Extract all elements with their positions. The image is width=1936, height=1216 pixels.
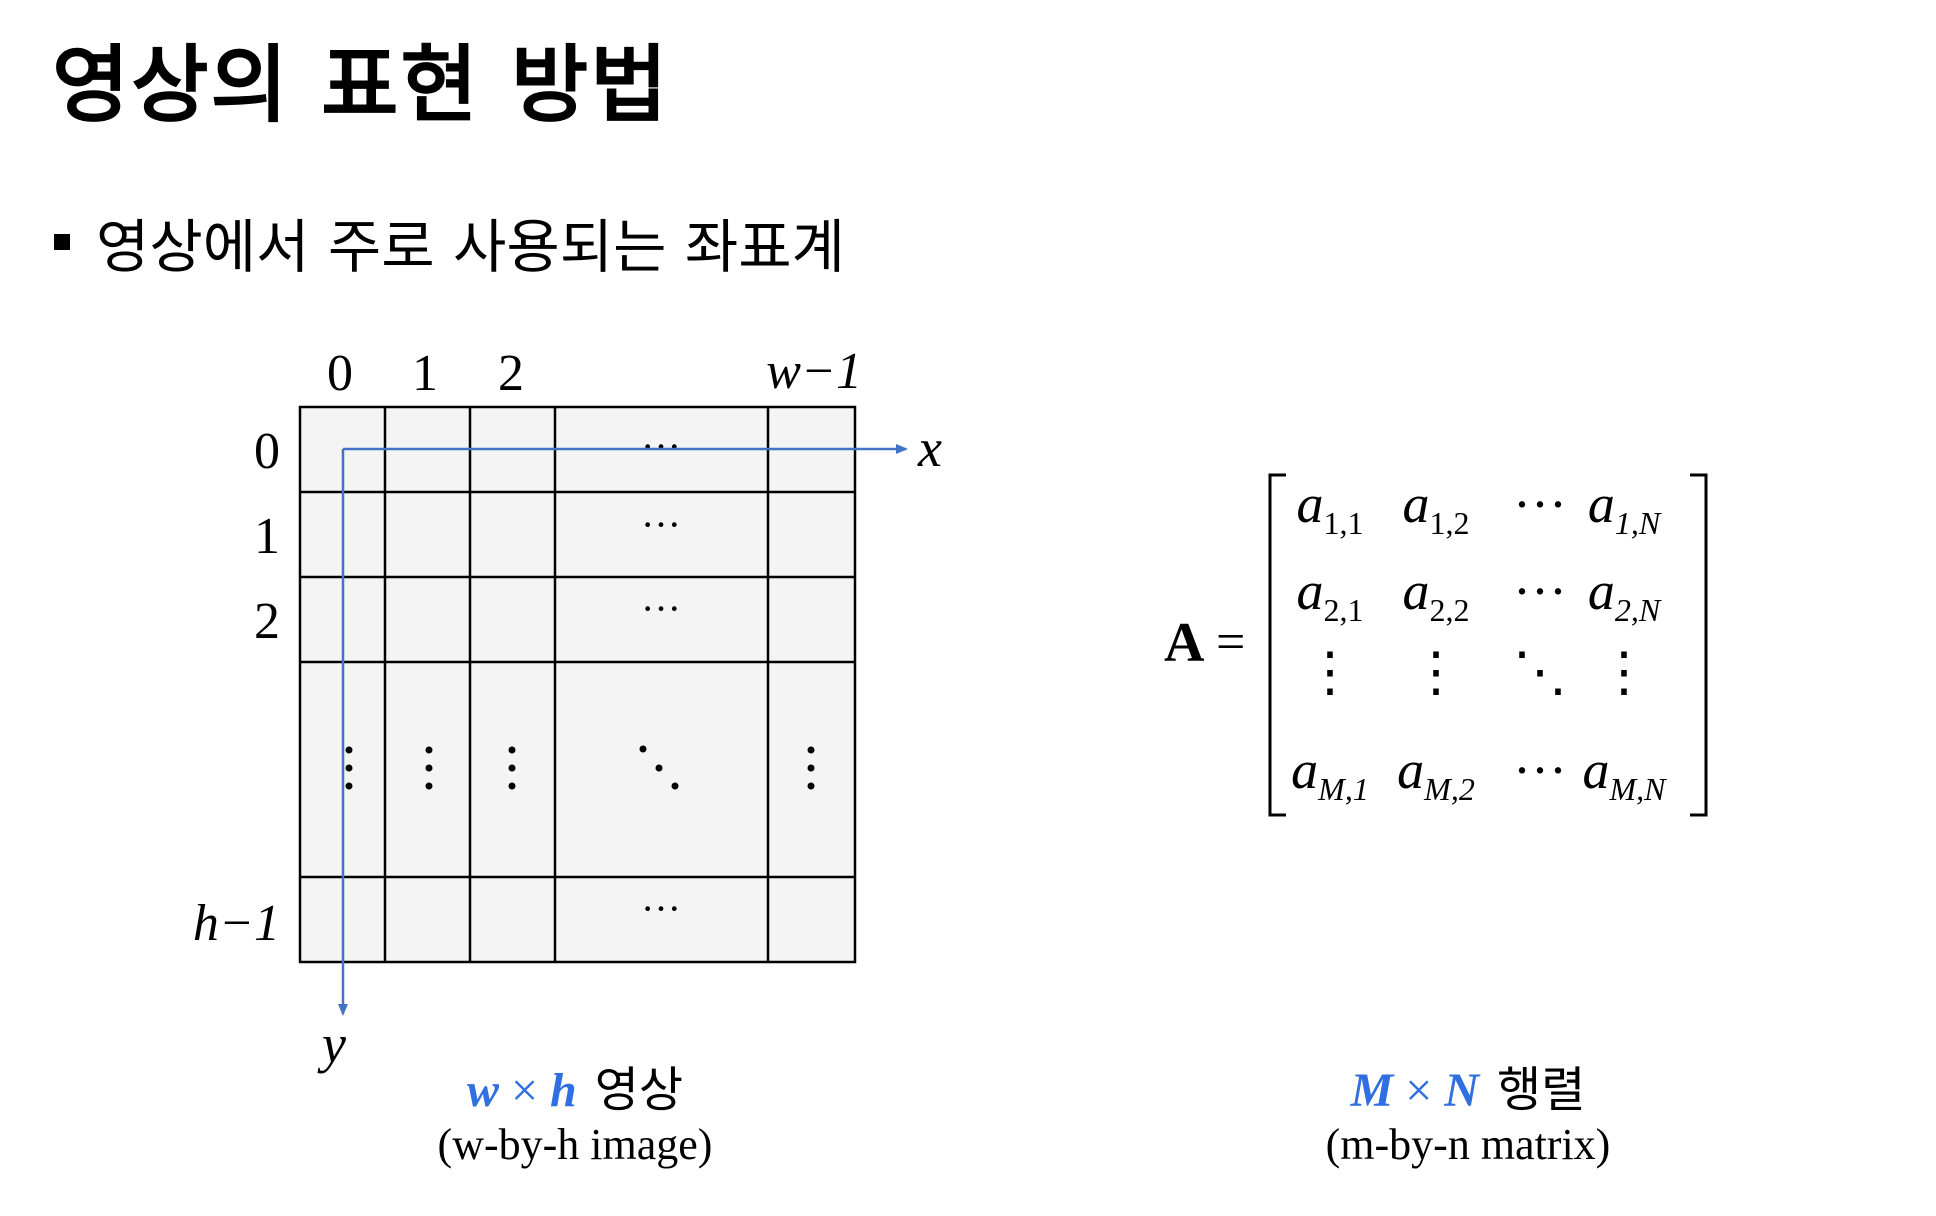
matrix-equals: =: [1216, 614, 1245, 671]
matrix-cell-r4-c3: ···: [1513, 740, 1567, 800]
row-ellipsis: ···: [641, 886, 681, 931]
matrix-caption-title: M × N 행렬: [1268, 1062, 1668, 1119]
page-title: 영상의 표현 방법: [52, 36, 670, 134]
matrix-cell-r4-c4: aM,N: [1583, 740, 1668, 807]
matrix-caption-math: M × N: [1350, 1064, 1480, 1117]
matrix-cell-r4-c1: aM,1: [1291, 740, 1369, 807]
matrix-cell-r2-c2: a2,2: [1403, 561, 1470, 628]
row-ellipsis: ···: [641, 586, 681, 631]
matrix-cell-r1-c4: a1,N: [1588, 474, 1662, 541]
y-axis-label: y: [317, 1014, 346, 1074]
row-label-last: h−1: [193, 895, 280, 952]
image-caption: w × h 영상 (w-by-h image): [380, 1062, 770, 1171]
image-caption-math: w × h: [466, 1064, 577, 1117]
image-caption-title: w × h 영상: [380, 1062, 770, 1119]
coordinate-axes: x y: [317, 418, 942, 1074]
matrix-cell-r1-c2: a1,2: [1403, 474, 1470, 541]
matrix-cell-r2-c3: ···: [1513, 561, 1567, 621]
bullet-square-icon: [54, 234, 70, 250]
row-labels: 0 1 2 h−1: [193, 423, 280, 952]
grid-background: [298, 405, 857, 964]
matrix-right-bracket: [1690, 473, 1708, 817]
matrix-cell-r3-c3: ⋱: [1513, 642, 1567, 702]
x-axis-label: x: [917, 418, 942, 478]
col-label-2: 2: [498, 345, 524, 402]
row-label-1: 1: [254, 508, 280, 565]
matrix-cells: a1,1 a1,2 ··· a1,N a2,1 a2,2 ··· a2,N ⋮ ⋮ ⋱ ⋮ aM,1 aM…: [1291, 474, 1667, 807]
matrix-caption-english: (m-by-n matrix): [1325, 1120, 1611, 1169]
matrix-caption: M × N 행렬 (m-by-n matrix): [1268, 1062, 1668, 1171]
matrix-cell-r1-c1: a1,1: [1297, 474, 1364, 541]
diagonal-ellipsis: [639, 745, 679, 790]
column-labels: 0 1 2 w−1: [327, 343, 862, 402]
row-label-0: 0: [254, 423, 280, 480]
matrix-cell-r4-c2: aM,2: [1397, 740, 1475, 807]
row-ellipsis: ···: [641, 502, 681, 547]
matrix-cell-r2-c4: a2,N: [1588, 561, 1662, 628]
bullet-text: 영상에서 주로 사용되는 좌표계: [96, 213, 845, 281]
matrix-cell-r3-c2: ⋮: [1409, 642, 1463, 702]
matrix-cell-r2-c1: a2,1: [1297, 561, 1364, 628]
col-label-0: 0: [327, 345, 353, 402]
image-caption-korean: 영상: [594, 1062, 684, 1118]
col-label-last: w−1: [766, 343, 862, 400]
row-label-2: 2: [254, 593, 280, 650]
matrix-left-bracket: [1268, 473, 1286, 817]
col-label-1: 1: [412, 345, 438, 402]
matrix-cell-r1-c3: ···: [1513, 474, 1567, 534]
matrix-caption-korean: 행렬: [1497, 1062, 1586, 1118]
matrix-equation: A = a1,1 a1,2 ··· a1,N a2,1 a2,2 ··· a2,N ⋮ ⋮ ⋱ ⋮ aM…: [1164, 473, 1708, 817]
column-vertical-ellipses: [345, 746, 815, 790]
matrix-name: A: [1164, 612, 1205, 674]
matrix-cell-r3-c1: ⋮: [1303, 642, 1357, 702]
image-caption-english: (w-by-h image): [437, 1120, 713, 1169]
image-grid: ··· ··· ··· ···: [298, 405, 857, 964]
row-ellipsis: ···: [641, 424, 681, 469]
matrix-cell-r3-c4: ⋮: [1597, 642, 1651, 702]
bullet-item: 영상에서 주로 사용되는 좌표계: [54, 200, 845, 284]
